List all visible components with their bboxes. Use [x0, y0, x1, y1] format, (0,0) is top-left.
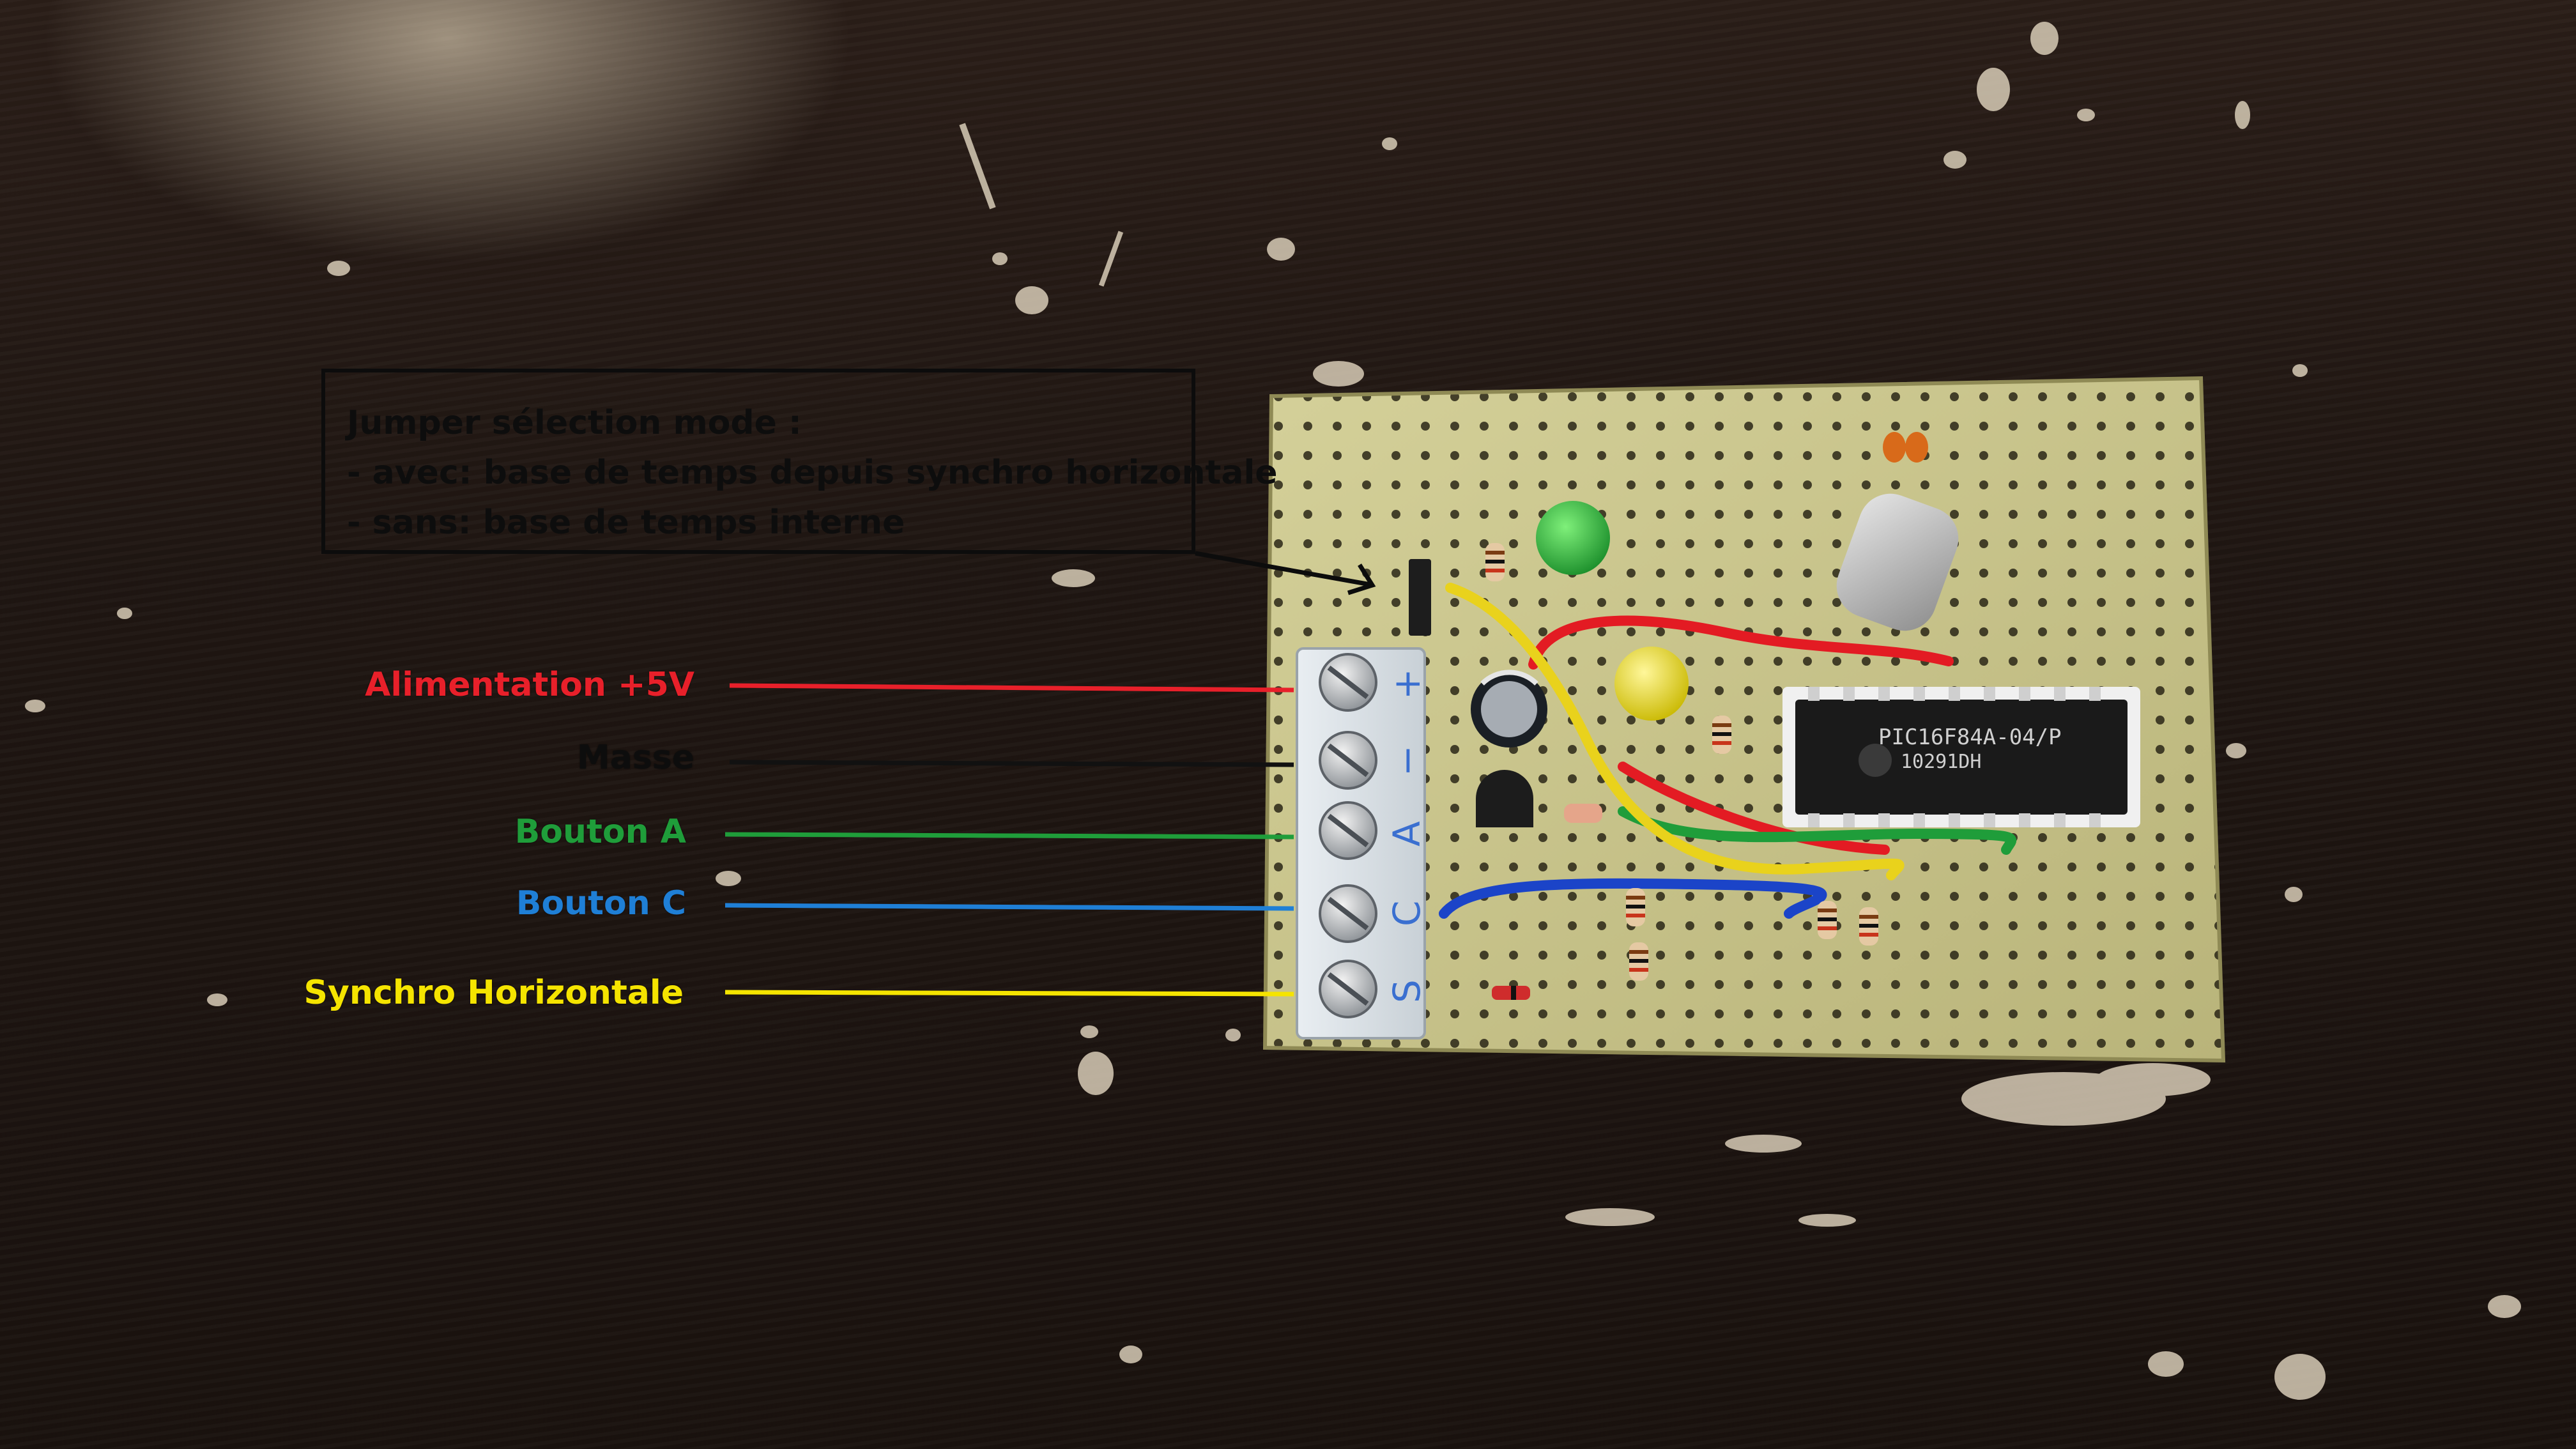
electrolytic-capacitor [1471, 670, 1547, 747]
jumper-annotation-box: Jumper sélection mode : - avec: base de … [321, 369, 1278, 554]
jumper-arrow-head [1347, 564, 1376, 595]
power-line [729, 683, 1294, 693]
jumper-annotation-title: Jumper sélection mode : [347, 404, 802, 442]
terminal-mark-c: C [1385, 901, 1429, 927]
jumper-annotation-line-2: - sans: base de temps interne [347, 503, 905, 542]
transistor [1476, 770, 1533, 827]
chip-marking-line2: 10291DH [1901, 751, 1981, 773]
ground-label: Masse [576, 739, 694, 777]
button-a-line [724, 832, 1294, 839]
yellow-led [1614, 647, 1689, 721]
button-c-label: Bouton C [516, 884, 686, 923]
terminal-mark-plus: + [1385, 668, 1429, 700]
jumper [1409, 559, 1431, 636]
button-c-line [724, 903, 1294, 911]
pic16f84a-chip: PIC16F84A-04/P 10291DH [1782, 687, 2140, 827]
hsync-label: Synchro Horizontale [303, 974, 684, 1012]
power-label: Alimentation +5V [365, 666, 694, 704]
terminal-mark-a: A [1385, 821, 1429, 847]
hsync-line [724, 990, 1294, 997]
terminal-mark-minus: − [1385, 745, 1429, 776]
table-specks [25, 22, 2521, 1400]
annotation-lines [724, 551, 1376, 997]
jumper-arrow-line [1195, 551, 1371, 587]
terminal-marks: S C A − + [1385, 668, 1429, 1003]
crystal-oscillator [1836, 432, 1959, 631]
board-wires [1439, 583, 2016, 919]
chip-marking-line1: PIC16F84A-04/P [1878, 724, 2062, 750]
terminal-mark-s: S [1385, 979, 1429, 1003]
screw-terminal-block [1296, 647, 1426, 1039]
resistors [1485, 543, 1878, 1000]
ground-line [729, 760, 1294, 767]
green-led [1536, 501, 1610, 575]
button-a-label: Bouton A [514, 813, 686, 851]
jumper-annotation-line-1: - avec: base de temps depuis synchro hor… [347, 454, 1278, 492]
